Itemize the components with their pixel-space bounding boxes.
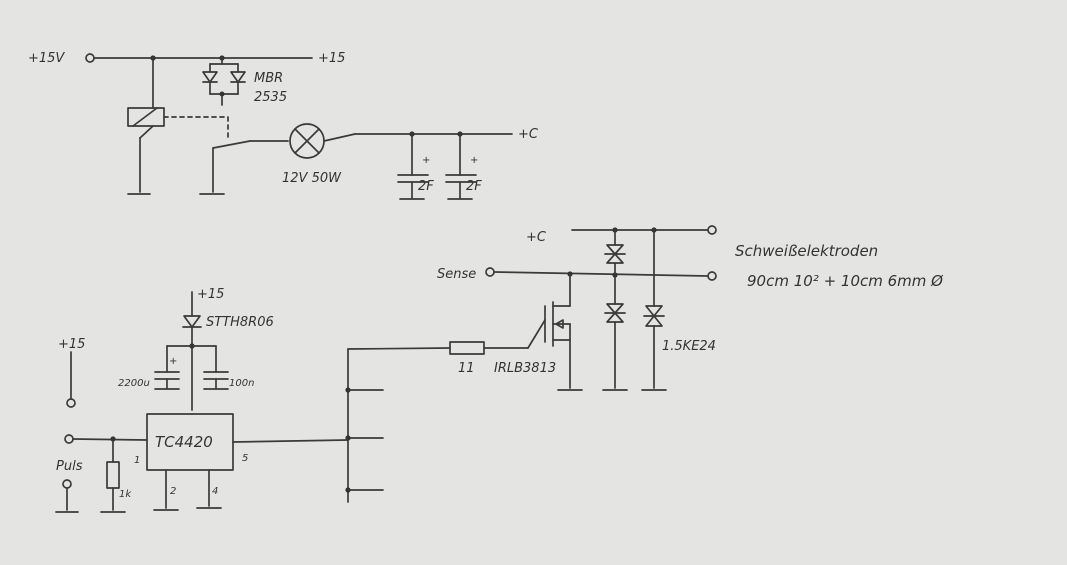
tvs-right (641, 229, 667, 391)
supercap-2 (445, 133, 477, 200)
cap-bulk-plus: + (169, 356, 177, 367)
rail-c2-label: +C (526, 230, 547, 245)
cap-rail (323, 131, 513, 142)
cap2-plus: + (470, 155, 478, 166)
cap-small (203, 345, 229, 390)
sense-label: Sense (437, 267, 476, 282)
pin1-label: 1 (134, 455, 140, 466)
pin2-label: 2 (170, 486, 176, 497)
supply-out-label: +15 (318, 51, 345, 66)
pin5-label: 5 (242, 453, 248, 464)
supply-left-label: +15 (58, 337, 85, 352)
tvs-label: 1.5KE24 (662, 339, 716, 354)
cap1-label: 2F (418, 179, 434, 194)
schottky-label: MBR (254, 71, 283, 86)
tvs-mid (602, 274, 628, 391)
electrodes-spec: 90cm 10² + 10cm 6mm Ø (747, 272, 944, 290)
cap1-plus: + (422, 155, 430, 166)
puls-label: Puls (56, 459, 83, 474)
input-net (64, 434, 148, 513)
puls-switch (55, 351, 79, 513)
lamp (289, 123, 325, 159)
cap-bulk-label: 2200u (118, 378, 150, 389)
driver-diode (166, 291, 217, 411)
supercap-1 (397, 133, 429, 200)
driver-ic-label: TC4420 (155, 433, 213, 451)
cap-bulk (154, 345, 180, 390)
relay-contact (199, 140, 289, 195)
driver-supply-label: +15 (197, 287, 224, 302)
mosfet (527, 273, 583, 391)
gate-res-label: 11 (458, 361, 475, 376)
schottky-num-label: 2535 (254, 90, 287, 105)
driver-diode-label: STTH8R06 (206, 315, 274, 330)
electrode-rails (485, 225, 717, 281)
cap-small-label: 100n (229, 378, 254, 389)
cap2-label: 2F (466, 179, 482, 194)
rail-c-label: +C (518, 127, 539, 142)
electrodes-title: Schweißelektroden (735, 242, 878, 260)
lamp-label: 12V 50W (282, 171, 342, 186)
pulldown-label: 1k (119, 489, 132, 500)
relay (127, 57, 229, 195)
mosfet-label: IRLB3813 (494, 361, 556, 376)
driver-ic (146, 413, 349, 511)
supply-rail (85, 53, 313, 63)
pin4-label: 4 (212, 486, 218, 497)
gate-bus (345, 348, 384, 503)
tvs-top (604, 229, 626, 276)
schottky-diodes (202, 57, 246, 106)
gate-resistor (347, 341, 529, 355)
supply-in-label: +15V (28, 51, 65, 66)
